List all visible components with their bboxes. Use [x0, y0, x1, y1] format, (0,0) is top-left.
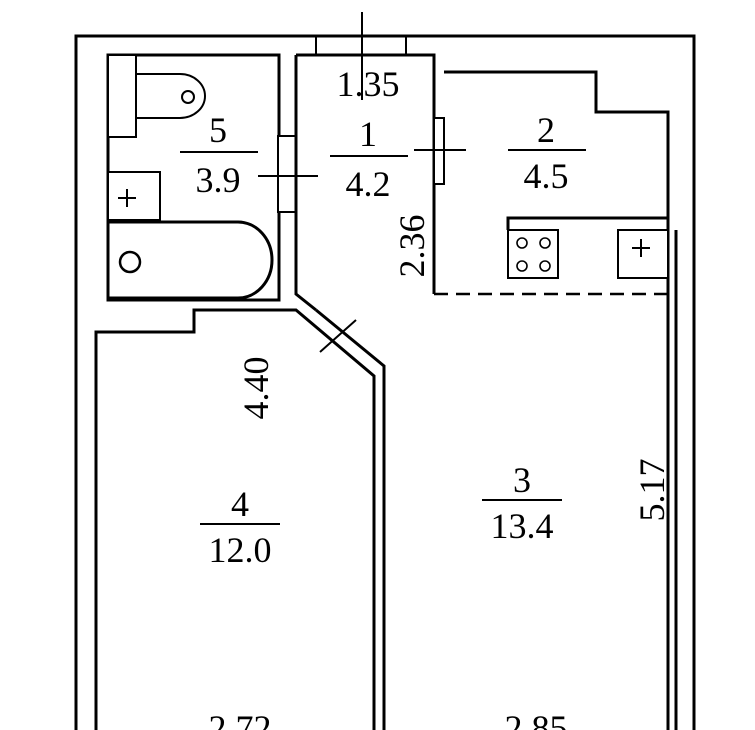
- room-2-number: 2: [537, 110, 555, 150]
- room-3-label: 3 13.4: [482, 460, 562, 546]
- room-1-number: 1: [359, 114, 377, 154]
- bathtub-icon: [106, 220, 274, 300]
- room-5-number: 5: [209, 110, 227, 150]
- room-2-label: 2 4.5: [508, 110, 586, 196]
- corridor-left-wall: [294, 55, 317, 312]
- bathroom-door-gap: [277, 135, 297, 213]
- outer-wall: [74, 34, 696, 730]
- room-5-label: 5 3.9: [180, 110, 258, 200]
- toilet-icon: [107, 54, 206, 138]
- door-icon: [319, 319, 357, 353]
- corridor-wall: [296, 53, 436, 294]
- kitchen-wall: [444, 70, 670, 230]
- living-length-dimension: 5.17: [632, 459, 672, 522]
- room-5-area: 3.9: [196, 160, 241, 200]
- stove-icon: [507, 229, 559, 279]
- corridor-width-dimension: 1.35: [337, 64, 400, 104]
- corridor-length-dimension: 2.36: [392, 215, 432, 278]
- living-width-dimension: 2.85: [505, 708, 568, 730]
- room-4-area: 12.0: [209, 530, 272, 570]
- room-2-area: 4.5: [524, 156, 569, 196]
- bedroom-width-dimension: 2.72: [209, 708, 272, 730]
- bedroom-length-dimension: 4.40: [236, 357, 276, 420]
- sink-icon: [107, 171, 161, 221]
- room-1-label: 1 4.2: [330, 114, 408, 204]
- room-1-area: 4.2: [346, 164, 391, 204]
- bedroom-wall: [94, 308, 376, 730]
- room-3-area: 13.4: [491, 506, 554, 546]
- kitchen-sink-icon: [617, 229, 669, 279]
- partition-wall: [315, 308, 386, 730]
- room-4-label: 4 12.0: [200, 484, 280, 570]
- room-4-number: 4: [231, 484, 249, 524]
- room-3-number: 3: [513, 460, 531, 500]
